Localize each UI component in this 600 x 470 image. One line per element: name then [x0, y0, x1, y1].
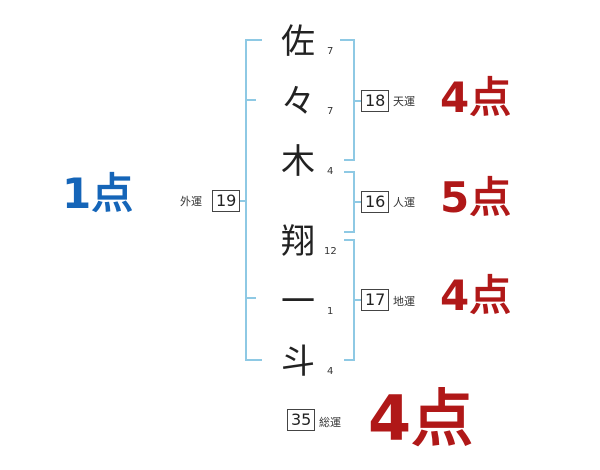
chiun-result: 4点: [440, 271, 512, 320]
stroke-count-2: 7: [327, 106, 334, 117]
tenun-bracket: [340, 39, 355, 161]
tenun-result: 4点: [440, 73, 512, 122]
gaiun-value-box: 19: [212, 190, 241, 212]
stroke-count-5: 1: [327, 306, 334, 317]
jinun-label: 人運: [393, 196, 415, 209]
stroke-count-6: 4: [327, 366, 334, 377]
chiun-bracket: [344, 239, 355, 361]
souun-label: 総運: [319, 416, 341, 429]
name-char-2: 々: [281, 82, 315, 122]
name-char-4: 翔: [281, 222, 315, 262]
name-char-6: 斗: [281, 342, 315, 382]
gaiun-result: 1点: [62, 169, 134, 218]
jinun-value-box: 16: [361, 191, 390, 213]
tenun-value-box: 18: [361, 90, 390, 112]
outer-left-bracket: [245, 39, 262, 361]
chiun-value-box: 17: [361, 289, 390, 311]
name-char-1: 佐: [281, 22, 315, 62]
tenun-label: 天運: [393, 95, 415, 108]
jinun-bracket: [344, 171, 355, 233]
stroke-count-1: 7: [327, 46, 334, 57]
name-char-5: 一: [281, 282, 315, 322]
gaiun-label: 外運: [180, 195, 202, 208]
souun-value-box: 35: [287, 409, 316, 431]
stroke-count-3: 4: [327, 166, 334, 177]
stroke-count-4: 12: [324, 246, 337, 257]
jinun-result: 5点: [440, 173, 512, 222]
chiun-label: 地運: [393, 295, 415, 308]
souun-result: 4点: [368, 382, 474, 455]
name-char-3: 木: [281, 142, 315, 182]
